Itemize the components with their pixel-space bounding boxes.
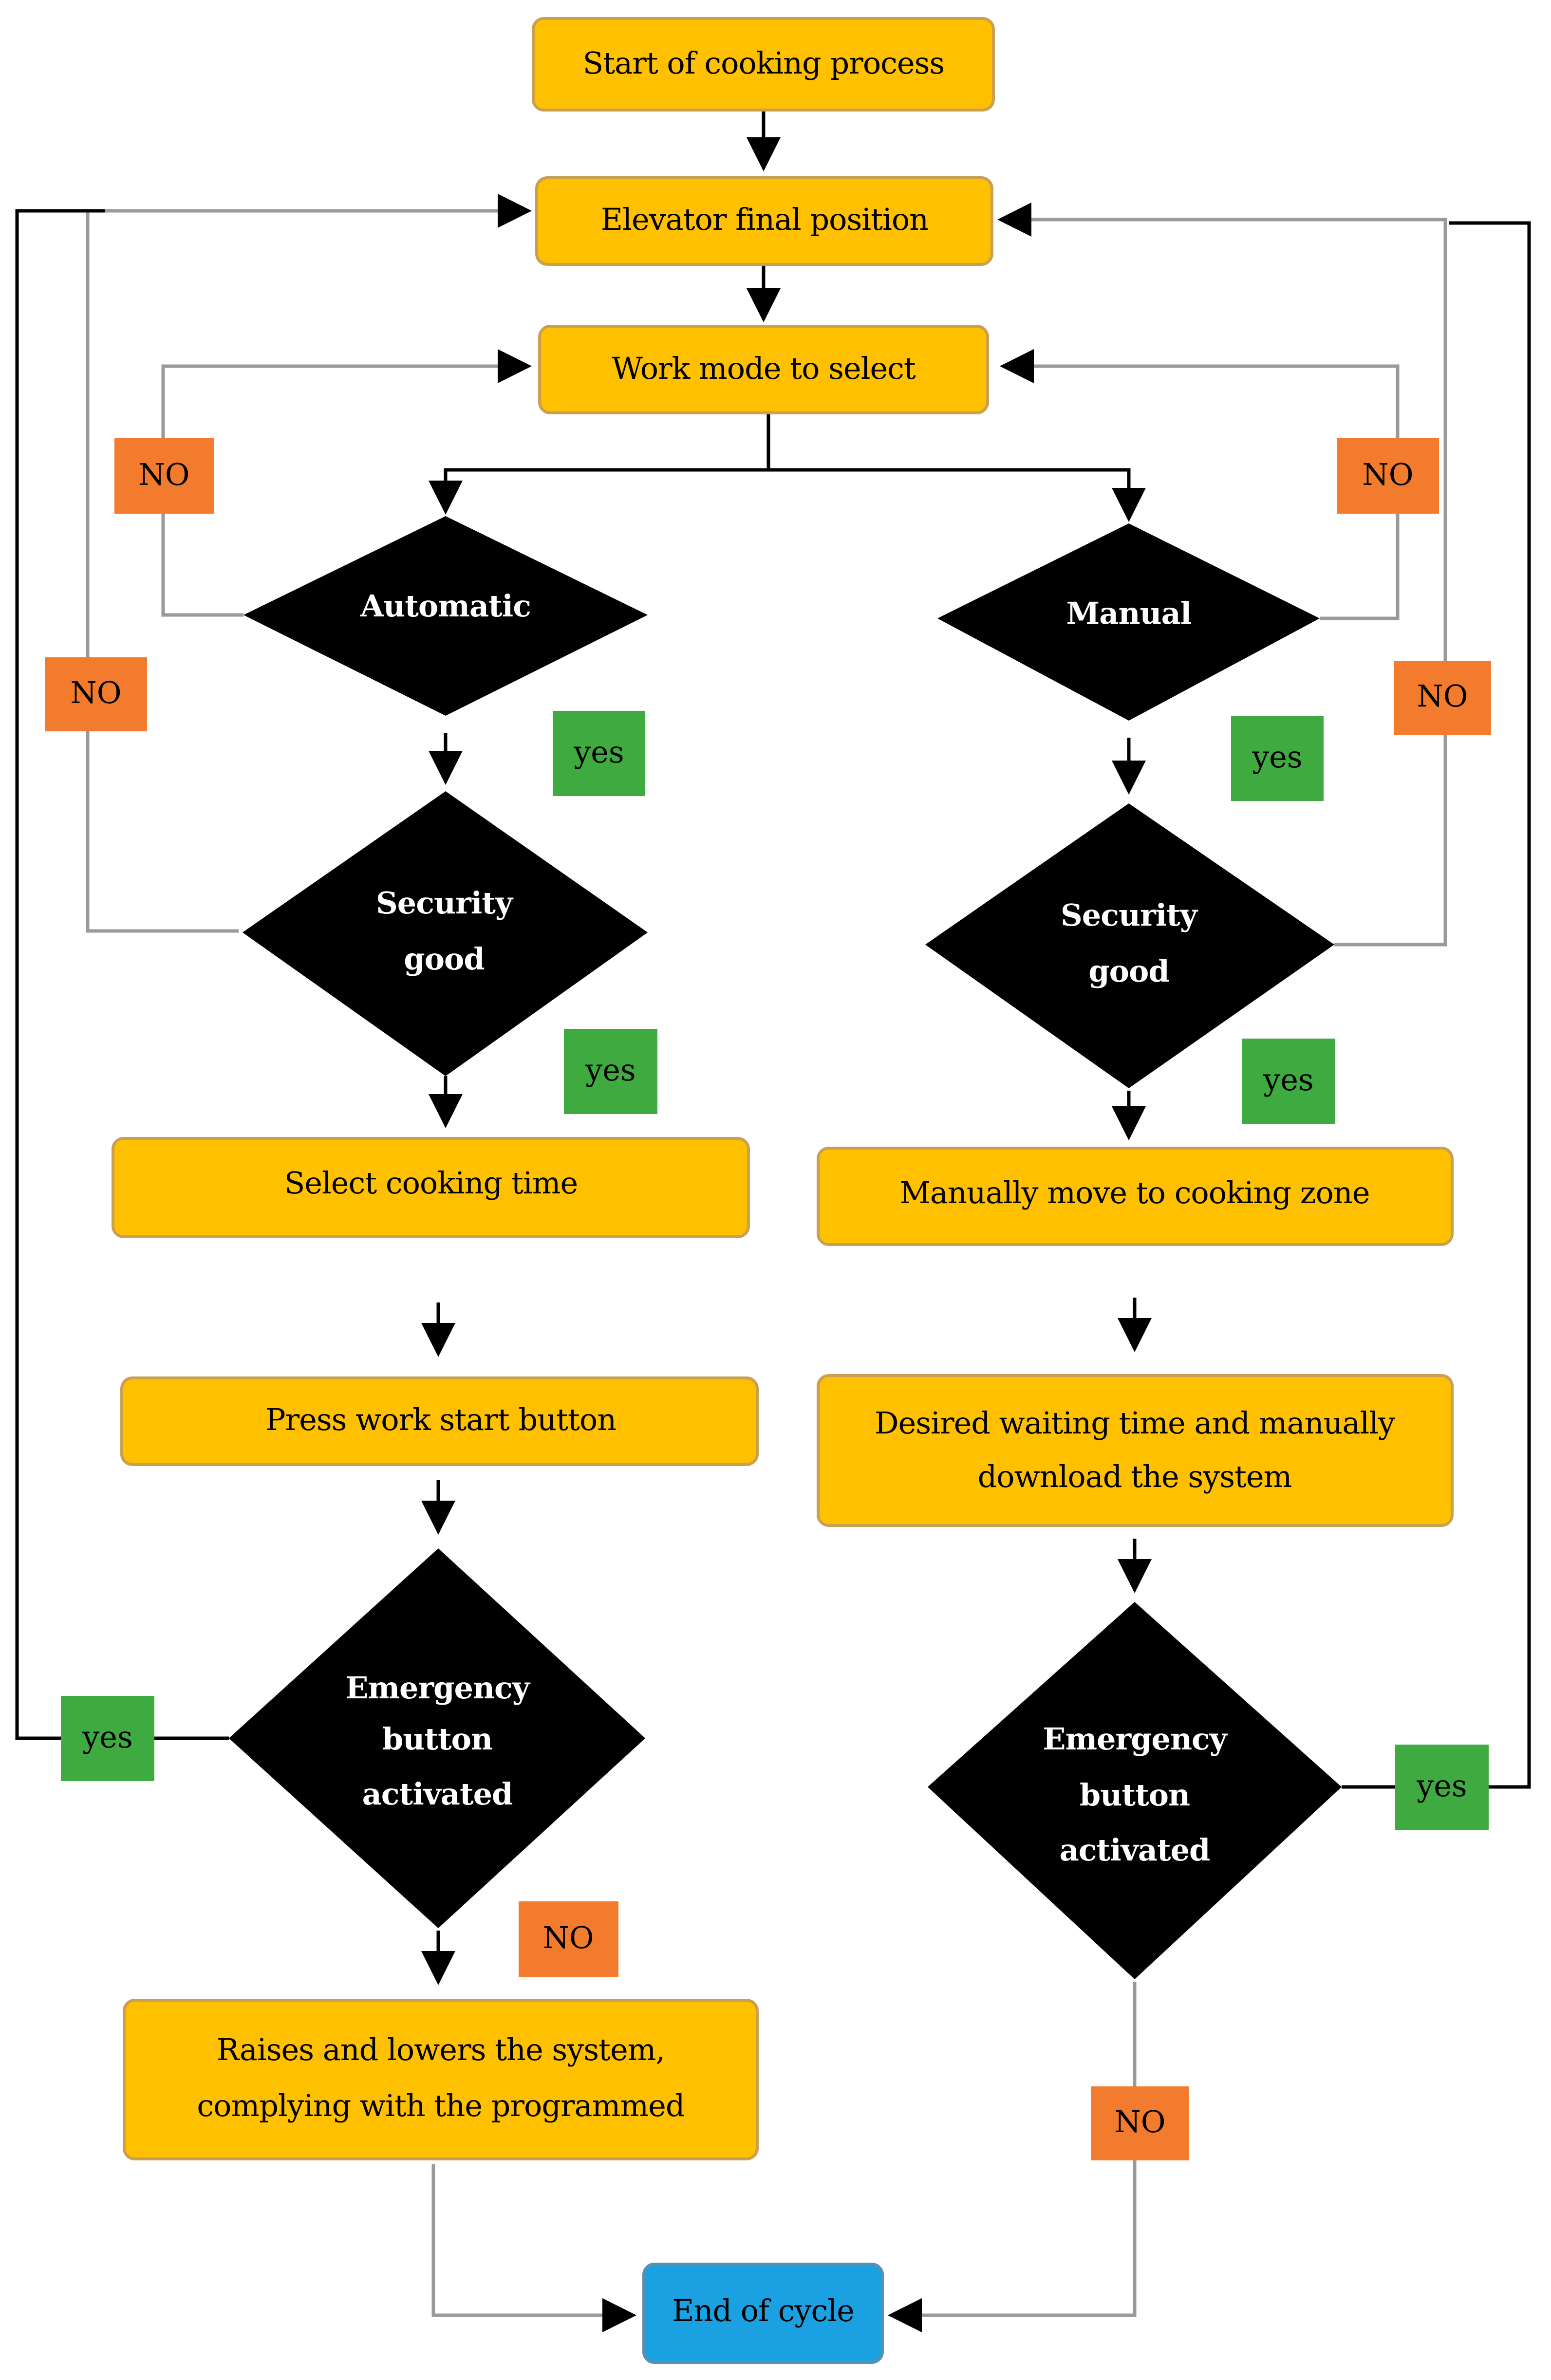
svg-text:NO: NO — [1417, 678, 1468, 714]
svg-text:activated: activated — [1060, 1832, 1210, 1868]
svg-text:Elevator final position: Elevator final position — [601, 202, 928, 237]
svg-text:activated: activated — [362, 1776, 513, 1812]
svg-text:complying with the programmed: complying with the programmed — [197, 2088, 684, 2123]
decision-emergency-left: Emergency button activated — [229, 1548, 645, 1928]
decision-emergency-right: Emergency button activated — [928, 1602, 1342, 1979]
end-of-cycle: End of cycle — [642, 2263, 884, 2364]
process-select-cooking-time: Select cooking time — [112, 1137, 750, 1238]
no-badge-automatic: NO — [114, 438, 214, 514]
svg-text:Start of cooking process: Start of cooking process — [583, 45, 944, 81]
svg-text:Select cooking time: Select cooking time — [284, 1165, 578, 1201]
no-badge-security-right: NO — [1394, 661, 1491, 735]
svg-text:NO: NO — [1362, 457, 1413, 492]
decision-security-left: Security good — [243, 791, 648, 1076]
svg-text:button: button — [1080, 1777, 1190, 1813]
svg-text:button: button — [382, 1721, 492, 1757]
no-badge-manual: NO — [1337, 438, 1439, 514]
svg-text:Emergency: Emergency — [1043, 1721, 1228, 1757]
no-badge-emergency-right: NO — [1091, 2086, 1189, 2160]
no-badge-security-left: NO — [45, 657, 147, 731]
svg-text:NO: NO — [542, 1920, 594, 1955]
process-raises-lowers: Raises and lowers the system, complying … — [123, 1999, 759, 2160]
svg-text:yes: yes — [573, 734, 624, 770]
svg-text:NO: NO — [138, 457, 189, 492]
no-badge-emergency-left: NO — [519, 1901, 618, 1977]
svg-text:yes: yes — [1252, 739, 1303, 775]
svg-text:good: good — [404, 941, 484, 977]
svg-text:NO: NO — [70, 675, 121, 710]
process-work-mode: Work mode to select — [538, 325, 989, 414]
decision-automatic: Automatic — [243, 516, 648, 716]
yes-badge-manual: yes — [1231, 716, 1324, 801]
process-elevator: Elevator final position — [535, 176, 993, 266]
svg-text:Manual: Manual — [1066, 595, 1192, 631]
svg-text:Raises and lowers the system,: Raises and lowers the system, — [217, 2032, 665, 2067]
svg-text:good: good — [1088, 953, 1169, 989]
svg-text:yes: yes — [585, 1052, 636, 1088]
svg-text:Emergency: Emergency — [345, 1670, 531, 1706]
svg-text:Desired waiting time and manua: Desired waiting time and manually — [875, 1405, 1395, 1441]
svg-text:NO: NO — [1114, 2104, 1165, 2139]
yes-badge-emergency-left: yes — [61, 1696, 154, 1781]
svg-text:yes: yes — [1416, 1768, 1467, 1804]
svg-text:Security: Security — [1061, 897, 1198, 933]
svg-text:Press work start button: Press work start button — [265, 1402, 616, 1437]
svg-text:Work mode to select: Work mode to select — [612, 351, 916, 386]
svg-text:Manually move to cooking zone: Manually move to cooking zone — [900, 1175, 1370, 1210]
process-press-start: Press work start button — [120, 1376, 759, 1466]
yes-badge-automatic: yes — [553, 711, 645, 796]
process-start: Start of cooking process — [532, 17, 995, 112]
svg-text:yes: yes — [1263, 1062, 1314, 1097]
svg-text:End of cycle: End of cycle — [672, 2293, 854, 2328]
decision-manual: Manual — [937, 523, 1320, 721]
svg-text:Security: Security — [376, 885, 514, 921]
svg-text:Automatic: Automatic — [360, 588, 531, 624]
process-desired-wait: Desired waiting time and manually downlo… — [817, 1374, 1454, 1527]
process-manual-move: Manually move to cooking zone — [817, 1147, 1454, 1246]
svg-text:download the system: download the system — [978, 1459, 1292, 1494]
decision-security-right: Security good — [925, 803, 1334, 1088]
svg-text:yes: yes — [82, 1719, 133, 1755]
yes-badge-emergency-right: yes — [1395, 1745, 1489, 1830]
yes-badge-security-left: yes — [564, 1029, 657, 1114]
yes-badge-security-right: yes — [1242, 1039, 1335, 1124]
